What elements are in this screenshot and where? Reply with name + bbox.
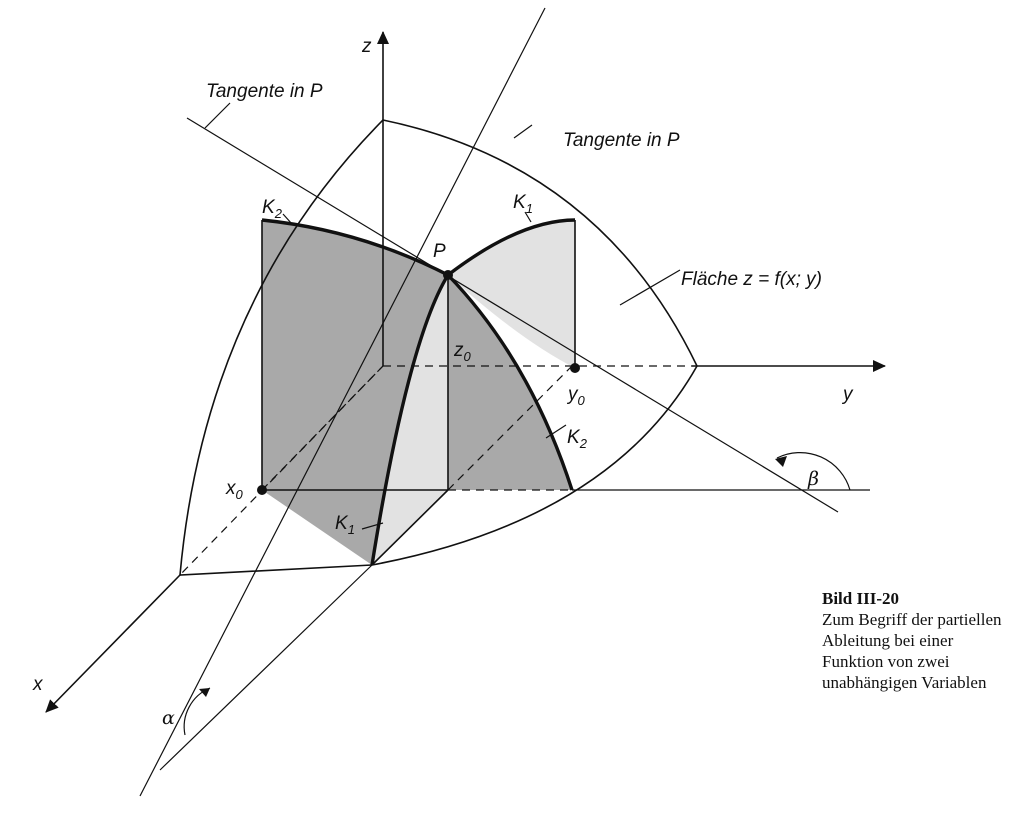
leader-k1-bottom [361, 522, 384, 530]
x-reference-line [159, 564, 373, 771]
curve-k1-upper [446, 218, 576, 277]
tangent-line-x-direction [139, 7, 546, 797]
z0-label: z0 [453, 340, 472, 364]
light-region-k1-plane [448, 220, 575, 368]
leader-tangent-left [204, 102, 231, 129]
x-axis [45, 574, 181, 713]
leader-k2-top [282, 213, 293, 225]
tangent-left-label: Tangente in P [206, 81, 323, 102]
curve-k2-lower [446, 273, 574, 491]
leader-k1-top [524, 211, 532, 223]
curve-k2-upper [261, 218, 449, 277]
light-region-k1-lower [372, 275, 448, 565]
alpha-label: α [162, 707, 175, 729]
dark-region-k2-plane [262, 220, 448, 565]
point-p [443, 270, 453, 280]
point-x0 [257, 485, 267, 495]
k2-right-label: K2 [567, 427, 588, 451]
hidden-x-axis [179, 365, 384, 576]
surface-label: Fläche z = f(x; y) [681, 269, 822, 290]
beta-arc [776, 452, 851, 491]
caption-title: Bild III-20 [822, 589, 899, 608]
curve-k1-lower [370, 274, 450, 566]
hidden-y0-line [447, 365, 573, 491]
point-p-label: P [433, 241, 446, 262]
hidden-x0-line [261, 365, 384, 491]
point-y0 [570, 363, 580, 373]
k2-top-label: K2 [262, 197, 283, 221]
dark-region-k2-lower [448, 275, 572, 490]
alpha-arrowhead [199, 688, 210, 697]
x0-label: x0 [225, 478, 244, 502]
k1-bottom-label: K1 [335, 513, 355, 537]
axis-y-label: y [841, 384, 854, 405]
beta-arrowhead [775, 456, 787, 467]
leader-k2-right [545, 424, 567, 439]
axis-x-label: x [32, 674, 44, 695]
leader-tangent-right [513, 124, 533, 139]
y0-label: y0 [566, 384, 586, 408]
tangent-right-label: Tangente in P [563, 130, 680, 151]
axis-z-label: z [361, 36, 372, 57]
figure-caption: Bild III-20 Zum Begriff der partiellen A… [822, 588, 1017, 693]
k1-base-edge [371, 489, 449, 566]
surface-outline [179, 119, 698, 576]
caption-text: Zum Begriff der partiellen Ableitung bei… [822, 610, 1002, 692]
tangent-line-y-direction [186, 117, 839, 513]
beta-label: β [807, 468, 819, 490]
leader-surface [619, 269, 681, 306]
k1-top-label: K1 [513, 192, 533, 216]
